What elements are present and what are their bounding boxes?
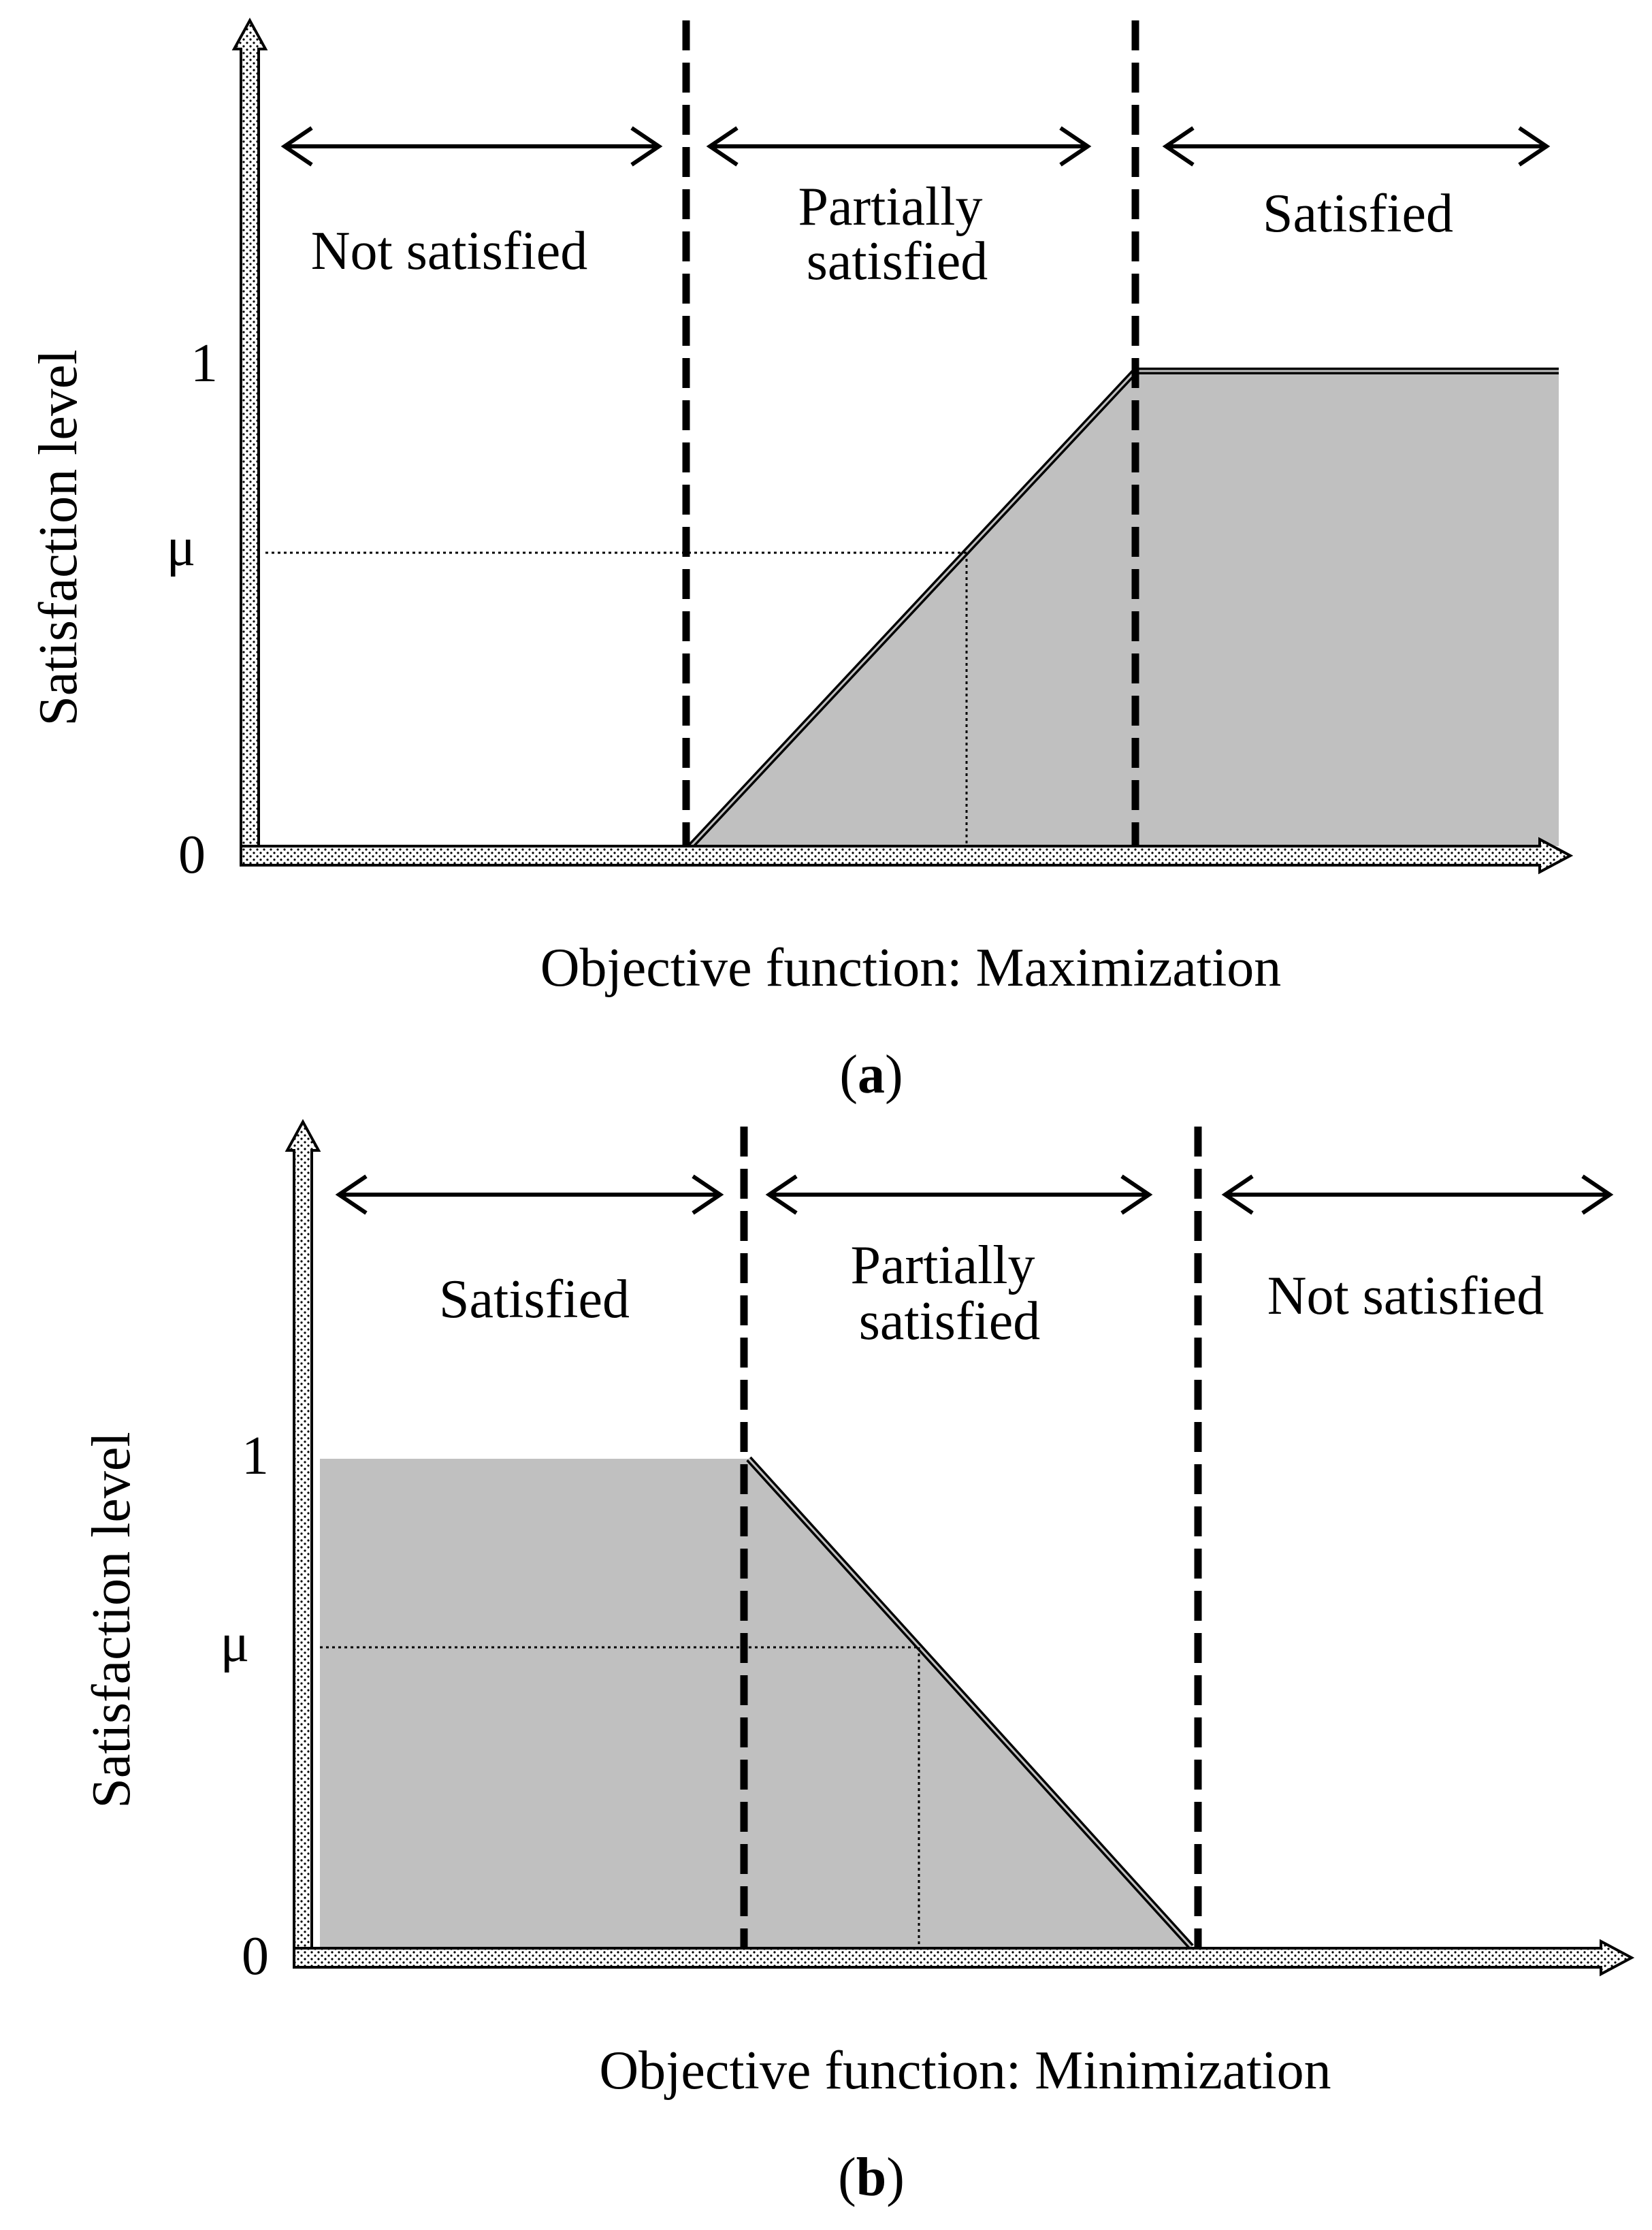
panel-b-y-tick-one: 1 xyxy=(242,1426,269,1486)
panel-b-caption: (b) xyxy=(838,2148,905,2208)
panel-a-region-arrow-2 xyxy=(706,126,1092,167)
panel-a-region-arrow-3 xyxy=(1162,126,1551,167)
panel-b-x-axis xyxy=(293,1939,1635,1977)
panel-a-y-axis-title: Satisfaction level xyxy=(29,349,88,726)
panel-a-caption: (a) xyxy=(839,1045,903,1105)
panel-a-region-arrow-1 xyxy=(280,126,663,167)
panel-a-region-label-1: Not satisfied xyxy=(311,221,588,281)
panel-a-x-axis-title: Objective function: Maximization xyxy=(540,938,1282,998)
panel-b-satisfaction-area xyxy=(320,1459,1191,1947)
panel-b-y-tick-mu: μ xyxy=(221,1613,250,1673)
panel-b-region-arrow-1 xyxy=(335,1174,724,1215)
panel-b-region-label-1: Satisfied xyxy=(439,1270,630,1329)
panel-a-x-axis xyxy=(240,837,1574,875)
panel-b-y-axis-title: Satisfaction level xyxy=(82,1432,142,1808)
panel-b-y-axis xyxy=(285,1118,321,1969)
panel-a: Not satisfied Partially satisfied Satisf… xyxy=(29,17,1574,1105)
panel-b-region-arrow-2 xyxy=(765,1174,1153,1215)
panel-a-y-tick-mu: μ xyxy=(167,517,196,577)
panel-a-y-tick-zero: 0 xyxy=(178,825,206,885)
panel-b-region-arrow-3 xyxy=(1221,1174,1614,1215)
panel-a-region-label-3: Satisfied xyxy=(1263,184,1453,244)
panel-b-membership-curve-inner xyxy=(747,1457,1193,1948)
panel-b-region-label-2: Partially satisfied xyxy=(850,1235,1048,1351)
panel-b-region-label-3: Not satisfied xyxy=(1267,1266,1544,1326)
panel-a-y-axis xyxy=(231,17,268,866)
panel-b-y-tick-zero: 0 xyxy=(242,1926,269,1986)
panel-b-x-axis-title: Objective function: Minimization xyxy=(599,2041,1331,2101)
panel-b: Satisfied Partially satisfied Not satisf… xyxy=(82,1118,1635,2208)
panel-a-y-tick-one: 1 xyxy=(191,334,218,393)
panel-a-satisfaction-area xyxy=(691,371,1559,846)
panel-a-region-label-2: Partially satisfied xyxy=(798,177,996,291)
